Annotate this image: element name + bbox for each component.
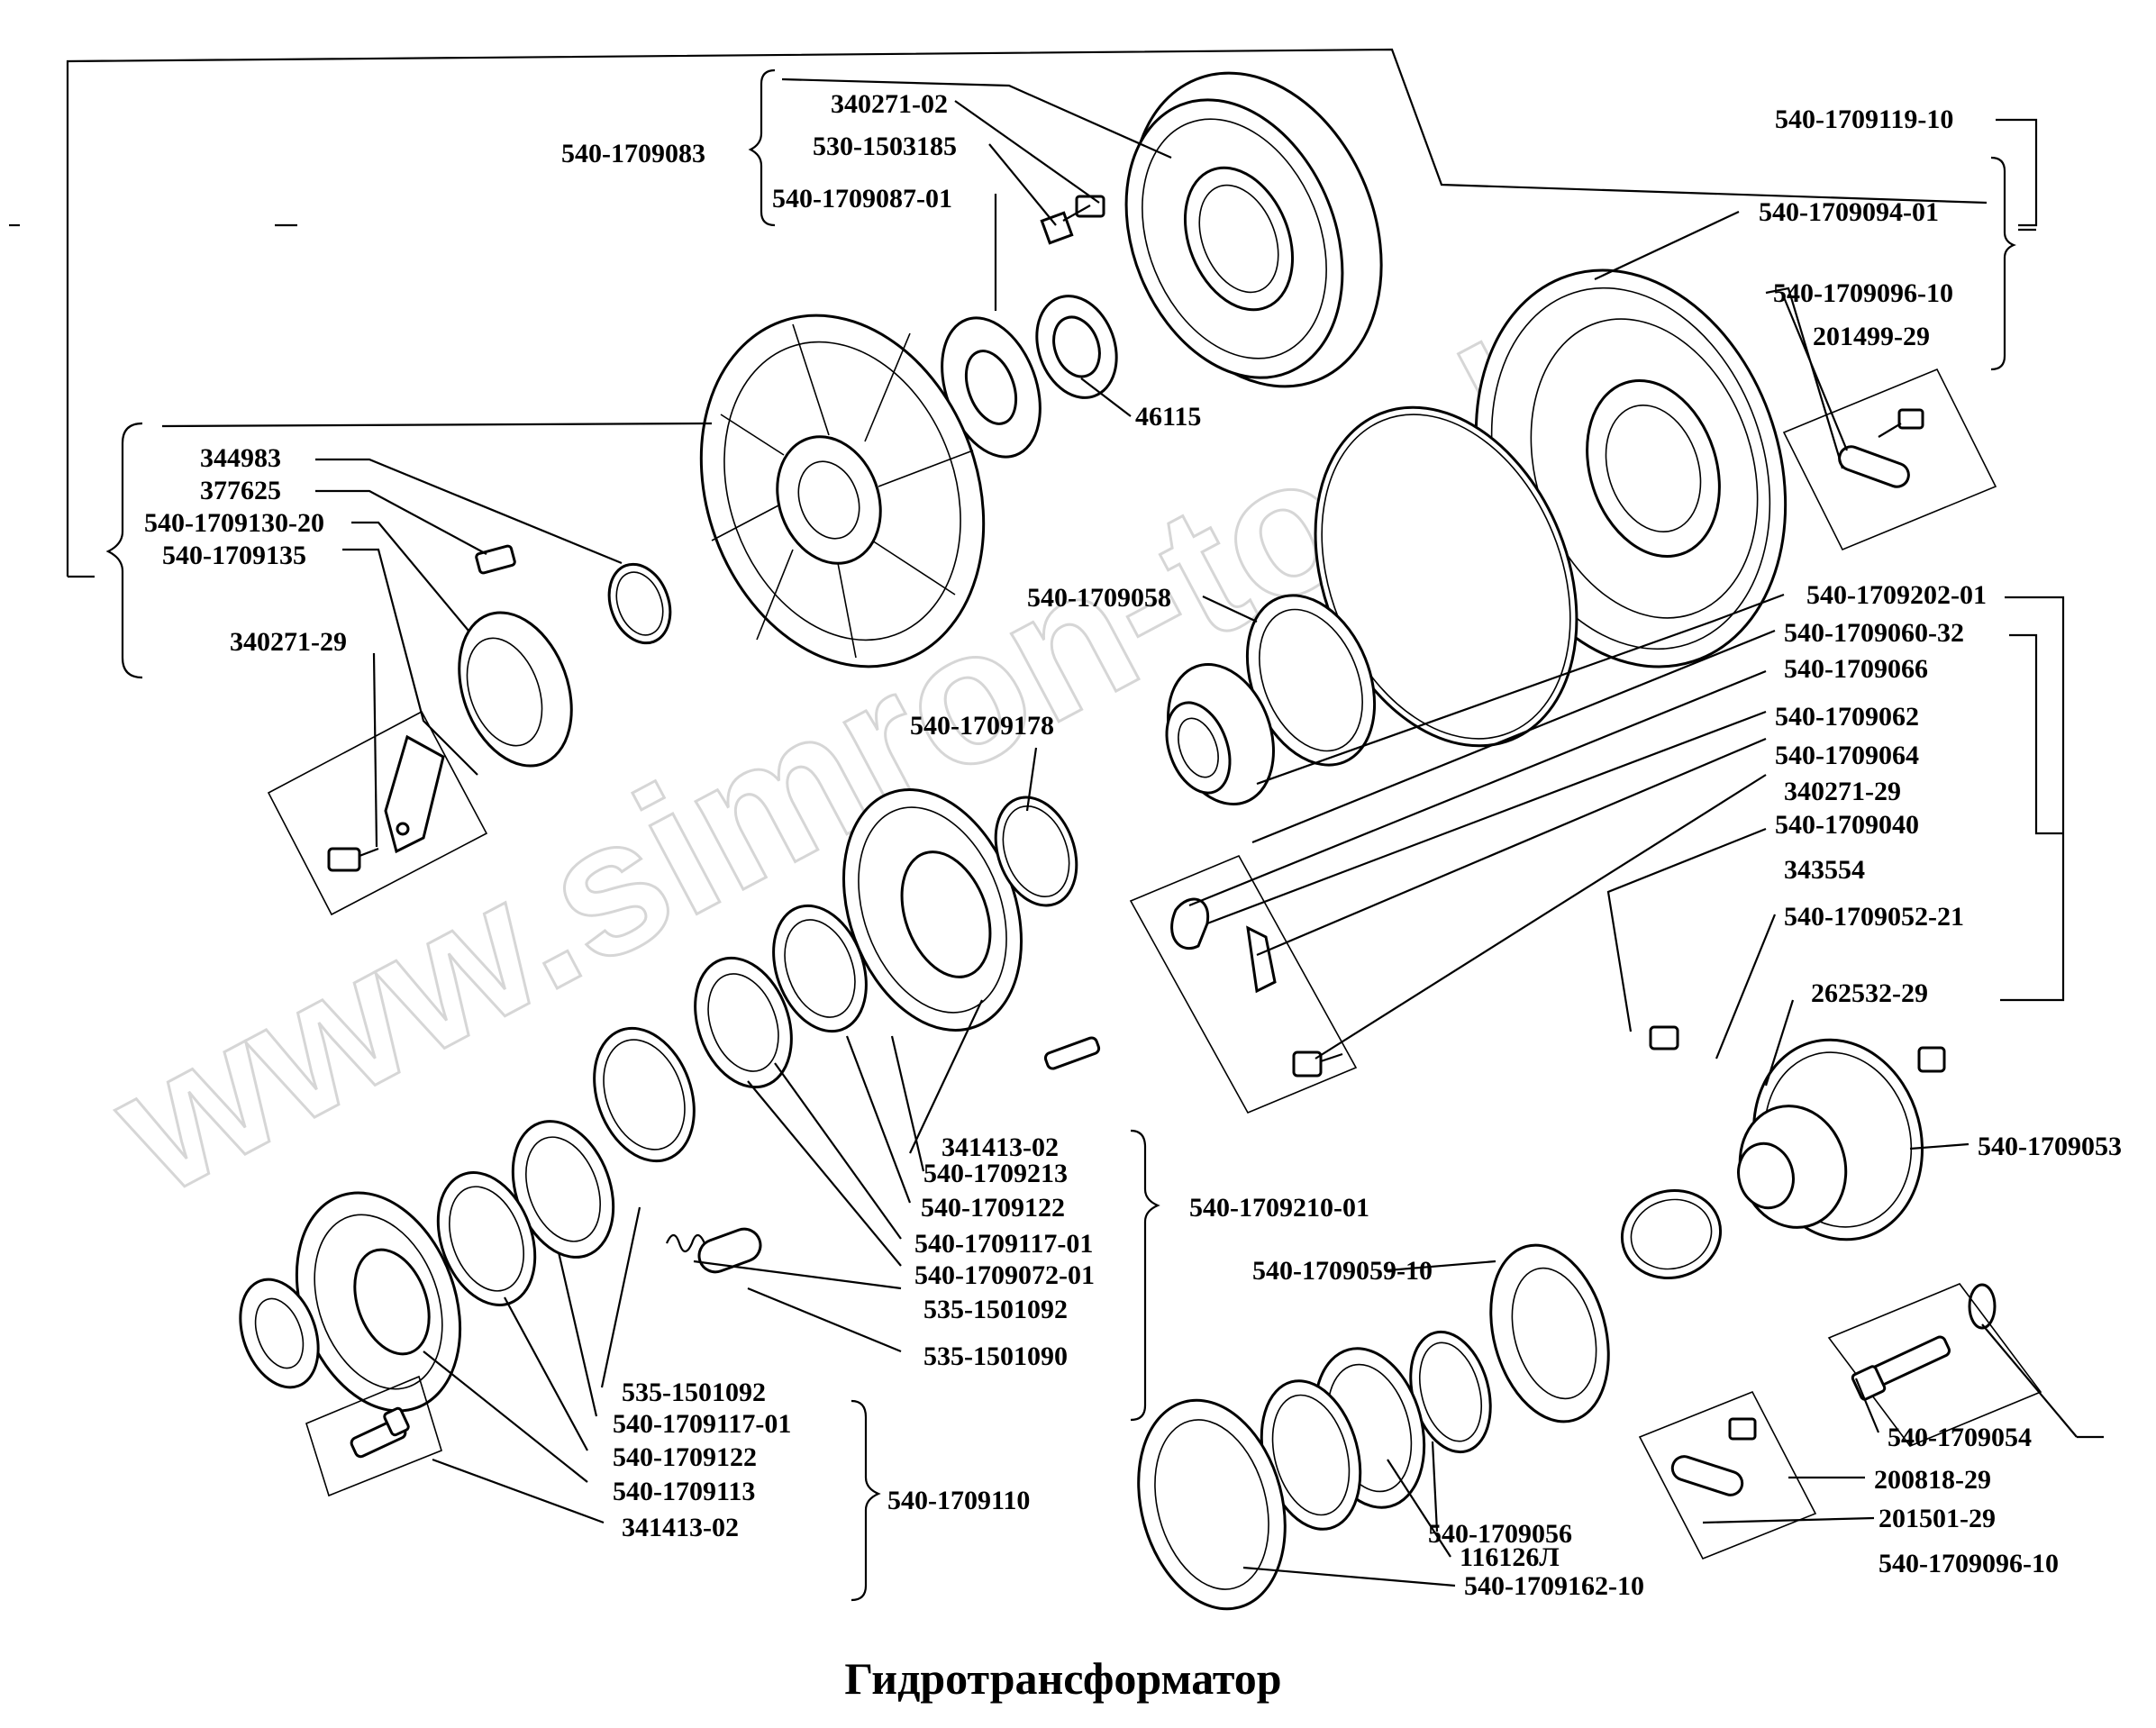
label-540-1709072-01: 540-1709072-01 xyxy=(914,1260,1095,1290)
label-540-1709066: 540-1709066 xyxy=(1784,654,1928,684)
flange-and-bearing xyxy=(941,295,1118,459)
label-540-1709213: 540-1709213 xyxy=(923,1159,1068,1188)
label-341413-02-upper: 341413-02 xyxy=(942,1132,1059,1162)
part-drawings xyxy=(239,71,2042,1611)
label-200818-29: 200818-29 xyxy=(1874,1465,1991,1495)
label-540-1709178: 540-1709178 xyxy=(910,711,1054,741)
label-535-1501090: 535-1501090 xyxy=(923,1341,1068,1371)
label-535-1501092-lower: 535-1501092 xyxy=(622,1378,766,1407)
label-540-1709210-01: 540-1709210-01 xyxy=(1189,1193,1369,1223)
label-540-1709096-10-top: 540-1709096-10 xyxy=(1773,278,1953,308)
seal-1709059 xyxy=(1489,1243,1610,1423)
snap-ring-343554 xyxy=(1620,1188,1723,1280)
label-540-1709119-10: 540-1709119-10 xyxy=(1775,105,1953,134)
label-540-1709117-01-lower: 540-1709117-01 xyxy=(613,1409,791,1439)
label-540-1709060-32: 540-1709060-32 xyxy=(1784,618,1964,648)
left-bracket-box xyxy=(267,710,488,916)
disc-1709122-upper xyxy=(772,904,868,1033)
label-540-1709094-01: 540-1709094-01 xyxy=(1759,197,1939,227)
label-540-1709056: 540-1709056 xyxy=(1428,1519,1572,1549)
label-540-1709052-21: 540-1709052-21 xyxy=(1784,902,1964,932)
freewheel-ring xyxy=(458,544,573,768)
label-540-1709040: 540-1709040 xyxy=(1775,810,1919,840)
label-530-1503185: 530-1503185 xyxy=(813,132,957,161)
label-340271-29-left: 340271-29 xyxy=(230,627,347,657)
label-540-1709122-lower: 540-1709122 xyxy=(613,1442,757,1472)
lower-left-bolt-box xyxy=(305,1375,442,1497)
label-344983: 344983 xyxy=(200,443,281,473)
label-540-1709062: 540-1709062 xyxy=(1775,702,1919,732)
hub-1709060 xyxy=(1165,663,1275,805)
housing-1709162 xyxy=(1137,1398,1287,1611)
label-540-1709064: 540-1709064 xyxy=(1775,741,1919,770)
label-377625: 377625 xyxy=(200,476,281,505)
output-hub-1709053 xyxy=(1649,1025,1946,1241)
label-535-1501092-right: 535-1501092 xyxy=(923,1295,1068,1324)
label-540-1709113: 540-1709113 xyxy=(613,1477,755,1506)
label-116126L: 116126Л xyxy=(1460,1542,1560,1572)
center-clamp-box xyxy=(1129,854,1358,1114)
label-540-1709202-01: 540-1709202-01 xyxy=(1806,580,1987,610)
label-540-1709135: 540-1709135 xyxy=(162,541,306,570)
label-343554: 343554 xyxy=(1784,855,1865,885)
disc-1709122-lower xyxy=(436,1171,537,1306)
label-540-1709053: 540-1709053 xyxy=(1978,1132,2122,1161)
label-46115: 46115 xyxy=(1135,402,1201,432)
bolt-341413-02-upper xyxy=(1043,1036,1101,1070)
washer-1709054 xyxy=(1968,1283,1997,1330)
gear-1709117-upper xyxy=(694,956,793,1089)
label-540-1709122-upper: 540-1709122 xyxy=(921,1193,1065,1223)
label-340271-02-top: 340271-02 xyxy=(831,89,948,119)
label-540-1709054: 540-1709054 xyxy=(1888,1423,2032,1452)
label-540-1709059-10: 540-1709059-10 xyxy=(1252,1256,1433,1286)
drive-housing xyxy=(1124,71,1383,388)
ring-344983 xyxy=(607,562,672,645)
bottom-lock-plate-box xyxy=(1638,1390,1817,1560)
lower-right-bolt-box xyxy=(1827,1283,2042,1447)
label-540-1709162-10: 540-1709162-10 xyxy=(1464,1571,1644,1601)
label-540-1709058: 540-1709058 xyxy=(1027,583,1171,613)
leader-lines xyxy=(9,48,2104,1602)
label-540-1709096-10-bottom: 540-1709096-10 xyxy=(1879,1549,2059,1578)
label-540-1709130-20: 540-1709130-20 xyxy=(144,508,324,538)
bearing-116126 xyxy=(1260,1347,1426,1531)
right-lock-plate-box xyxy=(1782,368,1997,551)
label-340271-29-right: 340271-29 xyxy=(1784,777,1901,806)
pump-wheel xyxy=(699,314,986,668)
label-201501-29: 201501-29 xyxy=(1879,1504,1996,1533)
label-540-1709110: 540-1709110 xyxy=(887,1486,1030,1515)
label-201499-29: 201499-29 xyxy=(1813,322,1930,351)
diagram-title: Гидротрансформатор xyxy=(844,1653,1281,1704)
label-540-1709083: 540-1709083 xyxy=(561,139,705,168)
label-262532-29: 262532-29 xyxy=(1811,978,1928,1008)
label-341413-02-lower: 341413-02 xyxy=(622,1513,739,1542)
part-labels: 340271-02 530-1503185 540-1709083 540-17… xyxy=(144,89,2122,1601)
reactor-wheel xyxy=(842,788,1023,1032)
label-540-1709087-01: 540-1709087-01 xyxy=(772,184,952,214)
label-540-1709117-01-upper: 540-1709117-01 xyxy=(914,1229,1093,1259)
